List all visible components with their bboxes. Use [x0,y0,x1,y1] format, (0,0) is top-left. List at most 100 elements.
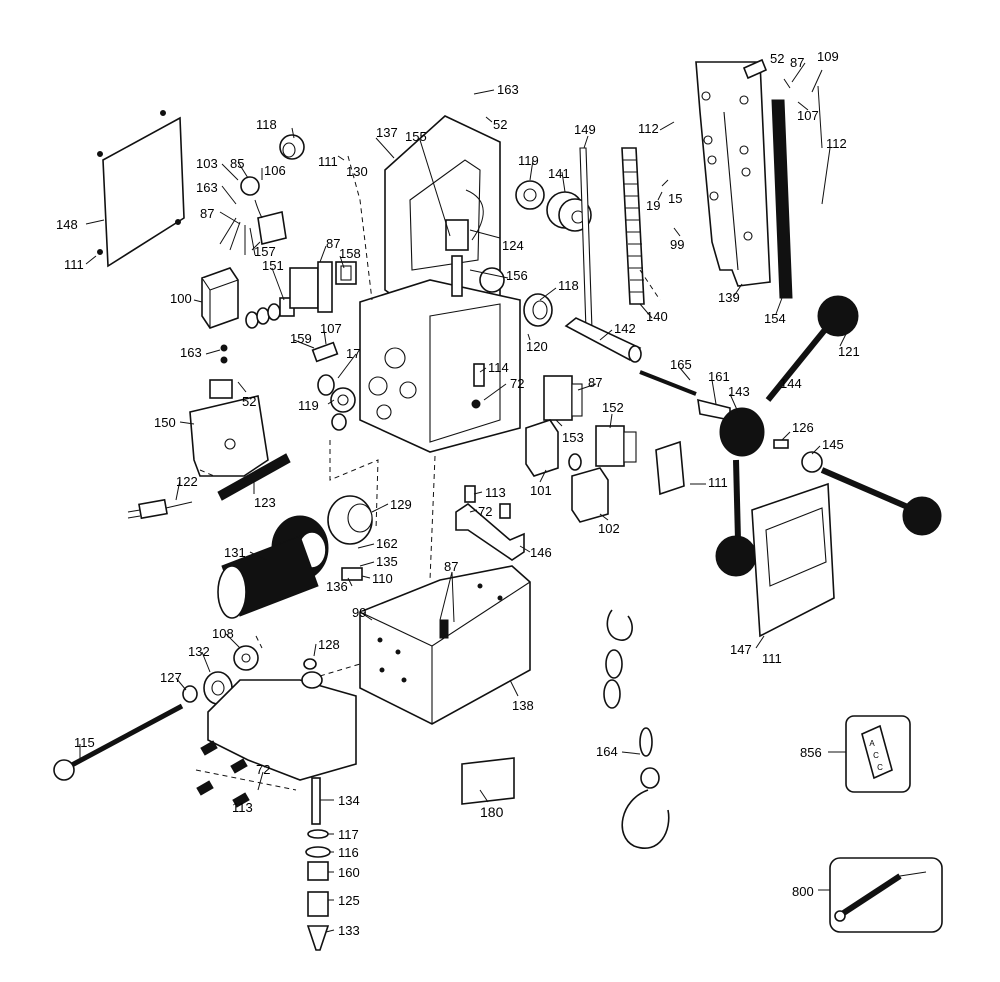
nut-stack-151 [245,297,295,329]
callout-107: 107 [797,108,819,123]
slide-139 [695,61,771,287]
callout-101: 101 [530,483,552,498]
callout-112: 112 [826,136,847,151]
callout-148: 148 [56,217,78,232]
callout-117: 117 [338,827,359,842]
bolt-114 [471,363,485,409]
callout-145: 145 [822,437,844,452]
inset-800 [829,857,943,933]
callout-165: 165 [670,357,692,372]
callout-153: 153 [562,430,584,445]
callout-151: 151 [262,258,284,273]
callout-107: 107 [320,321,342,336]
callout-99: 99 [352,605,366,620]
callout-124: 124 [502,238,524,253]
callout-180: 180 [480,804,504,820]
plate-52 [742,58,768,80]
callout-118: 118 [558,278,579,293]
handle-131 [217,515,329,619]
callout-108: 108 [212,626,234,641]
callout-133: 133 [338,923,360,938]
callout-113: 113 [232,800,253,815]
callout-114: 114 [488,360,509,375]
callout-99: 99 [670,237,684,252]
callout-126: 126 [792,420,814,435]
assembly-lines [195,155,661,791]
callout-147: 147 [730,642,752,657]
callout-115: 115 [74,735,95,750]
panel-147 [751,482,835,638]
callout-159: 159 [290,331,312,346]
bracket-150 [189,344,269,477]
shaft-165 [639,370,697,396]
connector-159 [311,341,339,363]
strip-123 [217,453,291,501]
callout-106: 106 [264,163,286,178]
callout-122: 122 [176,474,198,489]
callout-141: 141 [548,166,570,181]
callout-156: 156 [506,268,528,283]
base-bracket [207,658,357,781]
callout-15: 15 [668,191,682,206]
callout-87: 87 [444,559,458,574]
callout-149: 149 [574,122,596,137]
callout-138: 138 [512,698,534,713]
callout-152: 152 [602,400,624,415]
callout-102: 102 [598,521,620,536]
callout-162: 162 [376,536,398,551]
switch-158 [289,261,357,313]
callout-146: 146 [530,545,552,560]
callout-116: 116 [338,845,359,860]
box-101 [525,419,582,477]
callout-139: 139 [718,290,740,305]
callout-125: 125 [338,893,360,908]
label-180 [461,757,515,805]
callout-87: 87 [588,375,602,390]
callout-121: 121 [838,344,860,359]
callout-111: 111 [708,475,728,490]
callout-132: 132 [188,644,210,659]
callout-127: 127 [160,670,182,685]
leader-lines [79,62,847,933]
callout-87: 87 [790,55,804,70]
callout-113: 113 [485,485,506,500]
washers-17-119 [317,374,356,431]
callout-137: 137 [376,125,398,140]
callout-111: 111 [64,257,84,272]
callout-110: 110 [372,571,393,586]
callout-100: 100 [170,291,192,306]
callout-130: 130 [346,164,368,179]
inset-label-top: A [869,739,875,748]
callout-136: 136 [326,579,348,594]
column-housing-137 [359,115,521,453]
callout-labels: 163 52 52 87 109 107 112 112 118 111 130… [56,49,860,938]
callout-128: 128 [318,637,340,652]
callout-135: 135 [376,554,398,569]
internal-shaft-assembly [445,189,484,297]
callout-87: 87 [326,236,340,251]
callout-157: 157 [254,244,276,259]
box-102 [571,467,609,523]
hub-143 [697,398,765,457]
callout-131: 131 [224,545,246,560]
callout-154: 154 [764,311,786,326]
callout-72: 72 [478,504,492,519]
bushing-118-mid [523,293,553,327]
callout-72: 72 [256,762,270,777]
tube-142 [564,317,642,363]
callout-118: 118 [256,117,277,132]
callout-52: 52 [770,51,784,66]
callout-17: 17 [346,346,360,361]
callout-111: 111 [762,651,782,666]
callout-52: 52 [242,394,256,409]
rack-140 [621,147,645,305]
callout-164: 164 [596,744,618,759]
callout-158: 158 [339,246,361,261]
callout-143: 143 [728,384,750,399]
callout-142: 142 [614,321,636,336]
screws-113 [196,740,250,808]
base-138 [359,565,531,725]
callout-87: 87 [200,206,214,221]
callout-800: 800 [792,884,814,899]
